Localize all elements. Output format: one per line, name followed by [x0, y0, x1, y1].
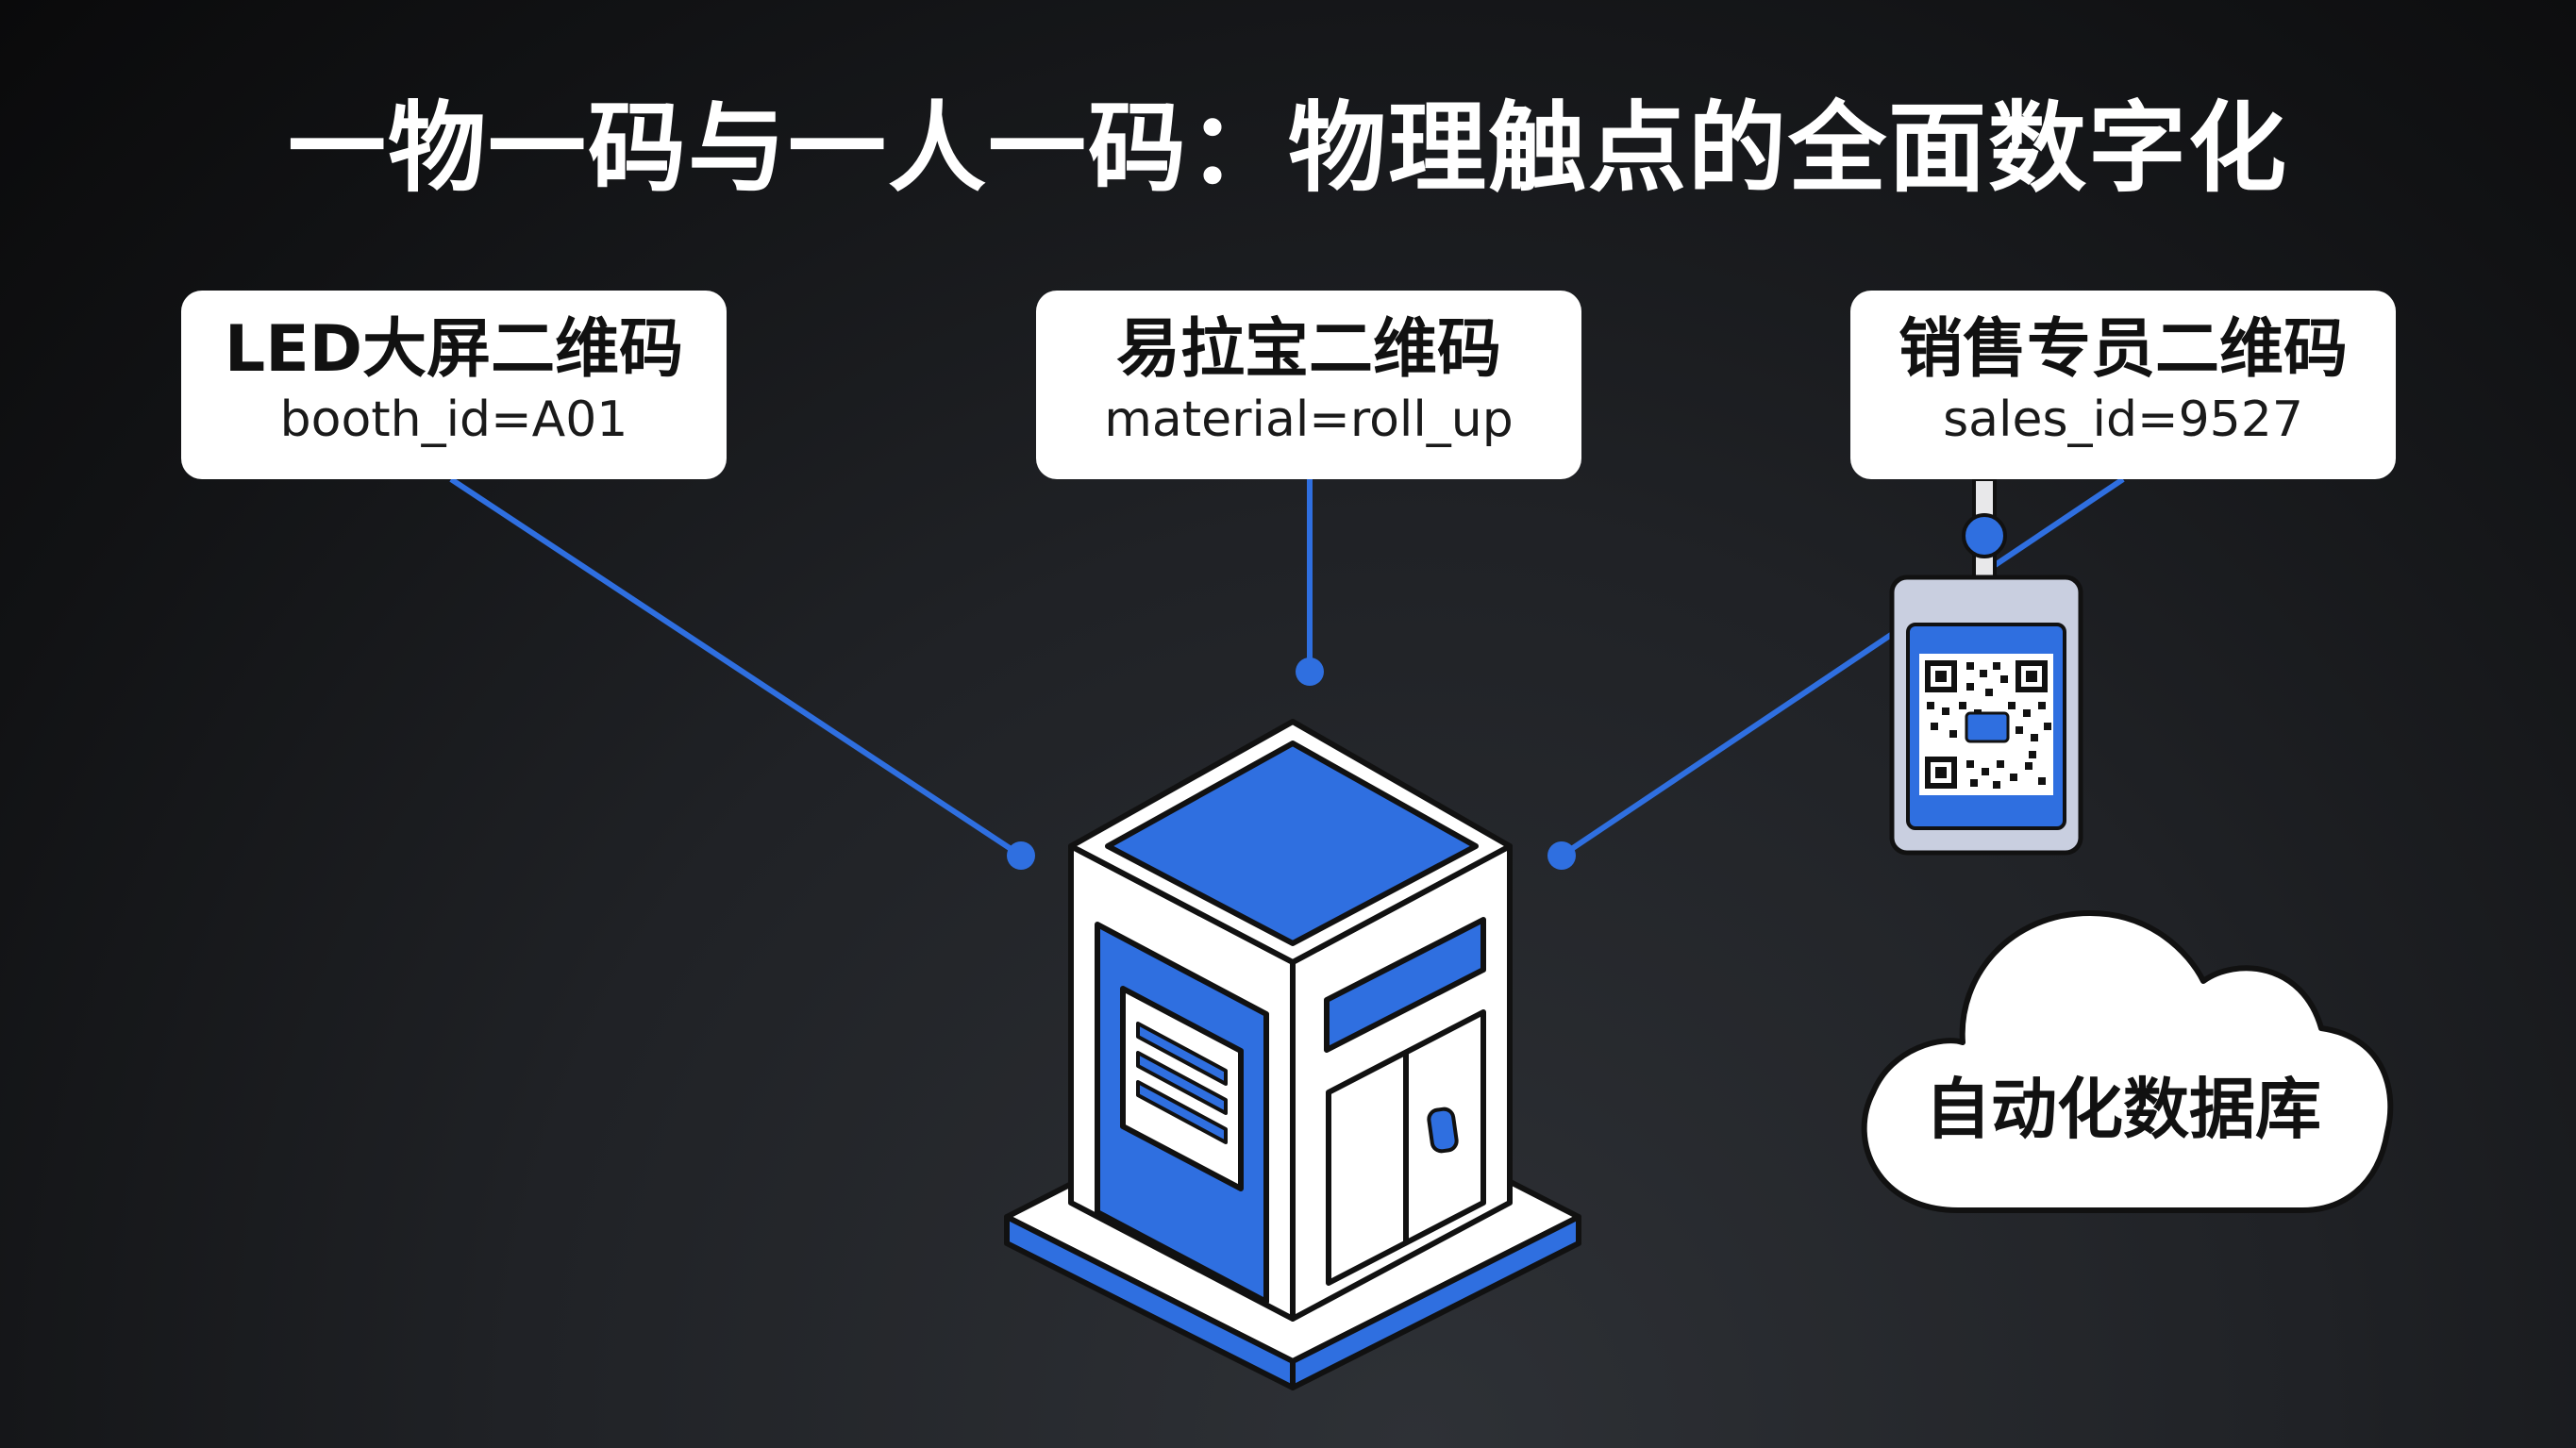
- connector-dot-led: [1007, 841, 1035, 870]
- connectors: [449, 476, 2125, 858]
- screen-line-3: [1136, 1080, 1228, 1144]
- base-right: [1290, 1214, 1581, 1390]
- door-handle: [1427, 1107, 1459, 1154]
- label-rollup-code: material=roll_up: [1104, 391, 1514, 448]
- screen-line-2: [1136, 1051, 1228, 1115]
- qr-code-icon: [1925, 660, 2051, 789]
- cloud-icon: [1861, 910, 2394, 1213]
- label-sales-rep: 销售专员二维码 sales_id=9527: [1850, 291, 2396, 479]
- page-title: 一物一码与一人一码：物理触点的全面数字化: [287, 91, 2288, 206]
- label-led-code: booth_id=A01: [279, 391, 628, 448]
- label-sales-code: sales_id=9527: [1943, 391, 2303, 448]
- label-led-screen: LED大屏二维码 booth_id=A01: [181, 291, 727, 479]
- label-roll-up: 易拉宝二维码 material=roll_up: [1036, 291, 1581, 479]
- label-led-title: LED大屏二维码: [224, 312, 684, 387]
- connector-dots: [1007, 657, 1576, 870]
- connector-dot-sales: [1547, 841, 1576, 870]
- badge-icon: [1889, 477, 2083, 856]
- screen-line-1: [1136, 1022, 1228, 1086]
- connector-sales: [1560, 476, 2125, 858]
- lanyard-clip: [1962, 513, 2007, 558]
- connector-dot-rollup: [1296, 657, 1324, 686]
- booth-building-icon: [1004, 719, 1581, 1390]
- right-sign: [1324, 917, 1486, 1053]
- label-sales-title: 销售专员二维码: [1898, 312, 2348, 387]
- connector-led: [449, 476, 1023, 858]
- cloud-label: 自动化数据库: [1925, 1071, 2321, 1148]
- label-rollup-title: 易拉宝二维码: [1115, 312, 1501, 387]
- roof-panel: [1105, 741, 1479, 946]
